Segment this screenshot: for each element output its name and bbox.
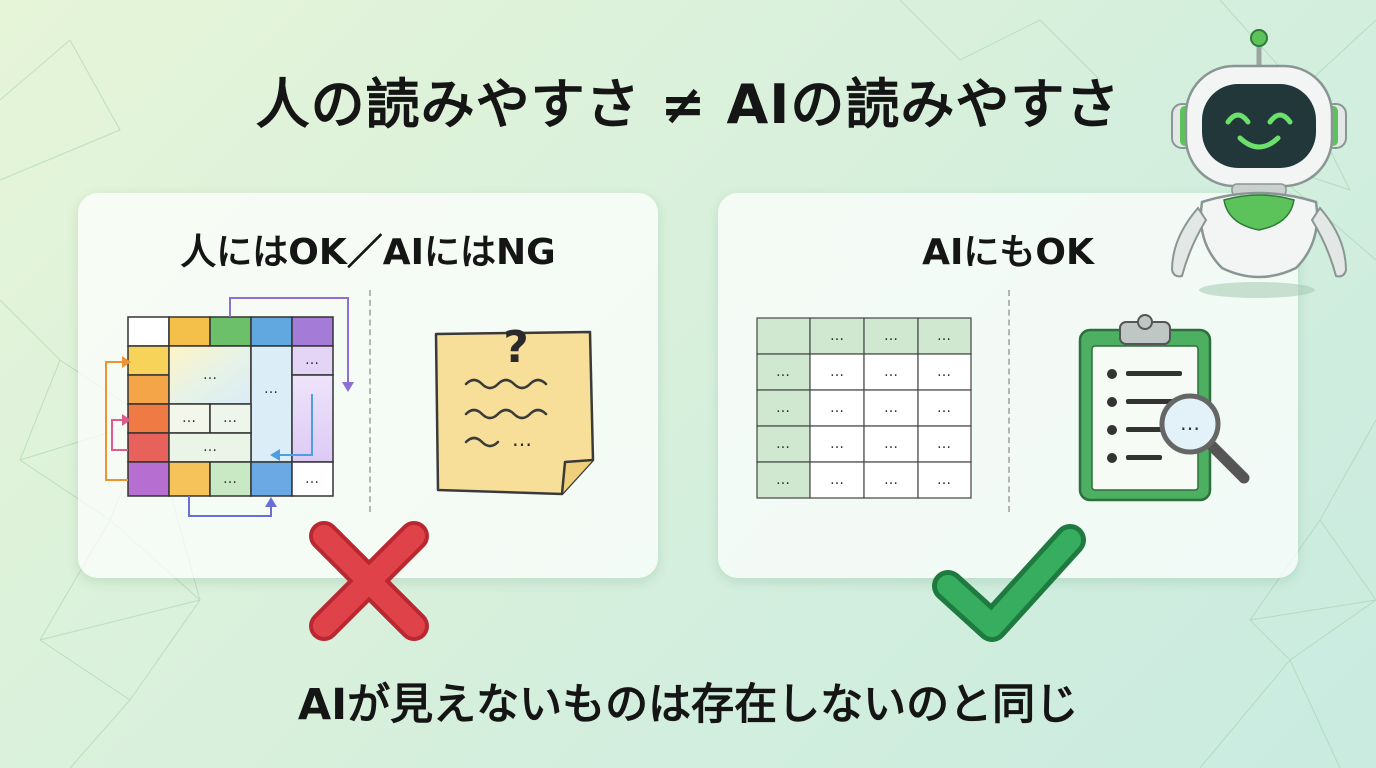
grid-table-ellipsis: … (830, 328, 844, 344)
robot-mascot-icon (1170, 29, 1348, 298)
grid-table-ellipsis: … (937, 436, 951, 452)
check-mark-icon (932, 524, 1086, 642)
right-panel-divider (1008, 290, 1010, 512)
grid-table-ellipsis: … (830, 364, 844, 380)
grid-table-ellipsis: … (776, 472, 790, 488)
magnifier-ellipsis: … (1180, 411, 1200, 435)
grid-table-ellipsis: … (776, 364, 790, 380)
grid-table-ellipsis: … (937, 364, 951, 380)
merged-table-ellipsis: … (223, 471, 237, 487)
merged-table-ellipsis: … (305, 471, 319, 487)
grid-table-ellipsis: … (937, 328, 951, 344)
grid-table-ellipsis: … (937, 400, 951, 416)
grid-table-ellipsis: … (884, 328, 898, 344)
sticky-note-ellipsis: … (512, 427, 532, 451)
main-title: 人の読みやすさ ≠ AIの読みやすさ (255, 73, 1121, 136)
grid-table-ellipsis: … (884, 400, 898, 416)
grid-table-ellipsis: … (884, 436, 898, 452)
merged-table-ellipsis: … (223, 410, 237, 426)
merged-table-ellipsis: … (203, 439, 217, 455)
grid-table-ellipsis: … (830, 472, 844, 488)
grid-table-ellipsis: … (937, 472, 951, 488)
clipboard-magnifier-icon: … (1078, 314, 1250, 502)
merged-table-ellipsis: … (203, 367, 217, 383)
merged-table-ellipsis: … (305, 352, 319, 368)
grid-table-ellipsis: … (830, 436, 844, 452)
bottom-caption: AIが見えないものは存在しないのと同じ (297, 680, 1079, 730)
cross-mark-icon (309, 521, 429, 641)
grid-table-icon: … … … … … … … … … … … … … … … … … … … (756, 317, 972, 499)
grid-table-ellipsis: … (884, 364, 898, 380)
sticky-note-icon: ? … (434, 322, 595, 496)
merged-table-icon: … … … … … … … … (105, 297, 354, 517)
grid-table-ellipsis: … (776, 400, 790, 416)
right-panel-heading: AIにもOK (922, 232, 1094, 273)
left-panel-heading: 人にはOK／AIにはNG (180, 232, 556, 273)
merged-table-ellipsis: … (264, 381, 278, 397)
merged-table-ellipsis: … (182, 410, 196, 426)
grid-table-ellipsis: … (776, 436, 790, 452)
grid-table-ellipsis: … (830, 400, 844, 416)
grid-table-ellipsis: … (884, 472, 898, 488)
question-mark: ? (503, 322, 529, 373)
left-panel-divider (369, 290, 371, 512)
